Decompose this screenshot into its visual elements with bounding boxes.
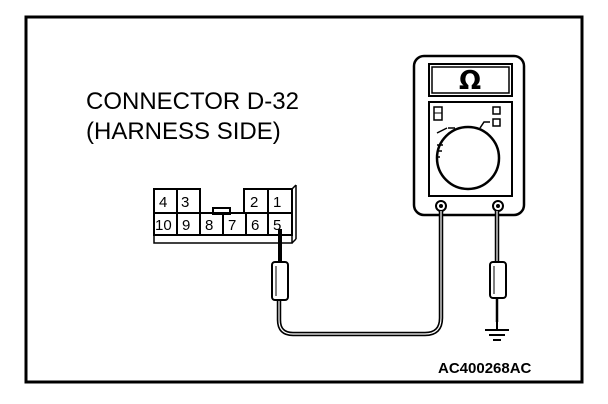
ground-icon	[485, 322, 509, 341]
pin-label-10: 10	[155, 217, 172, 234]
multimeter-panel	[428, 101, 513, 197]
connector-title-line2: (HARNESS SIDE)	[86, 118, 281, 145]
pin-label-2: 2	[250, 194, 258, 211]
figure-code: AC400268AC	[438, 360, 532, 377]
harness-connector	[153, 184, 297, 244]
pin-label-7: 7	[228, 217, 236, 234]
test-lead-wire	[276, 211, 444, 337]
test-probe-ground	[489, 211, 507, 322]
multimeter-body	[412, 54, 526, 217]
pin-label-8: 8	[205, 217, 213, 234]
multimeter-display	[428, 63, 513, 97]
pin-label-1: 1	[273, 194, 281, 211]
pin-label-9: 9	[182, 217, 190, 234]
pin-label-4: 4	[159, 194, 167, 211]
pin-label-5: 5	[273, 217, 281, 234]
diagram-frame	[24, 15, 584, 384]
connector-title-line1: CONNECTOR D-32	[86, 88, 299, 115]
pin-label-6: 6	[251, 217, 259, 234]
pin-label-3: 3	[181, 194, 189, 211]
ohm-icon: Ω	[459, 66, 481, 96]
multimeter	[412, 54, 526, 217]
dial-icon	[435, 121, 501, 191]
meter-display-symbol: Ω	[459, 66, 481, 96]
test-probe-connector	[271, 229, 289, 301]
